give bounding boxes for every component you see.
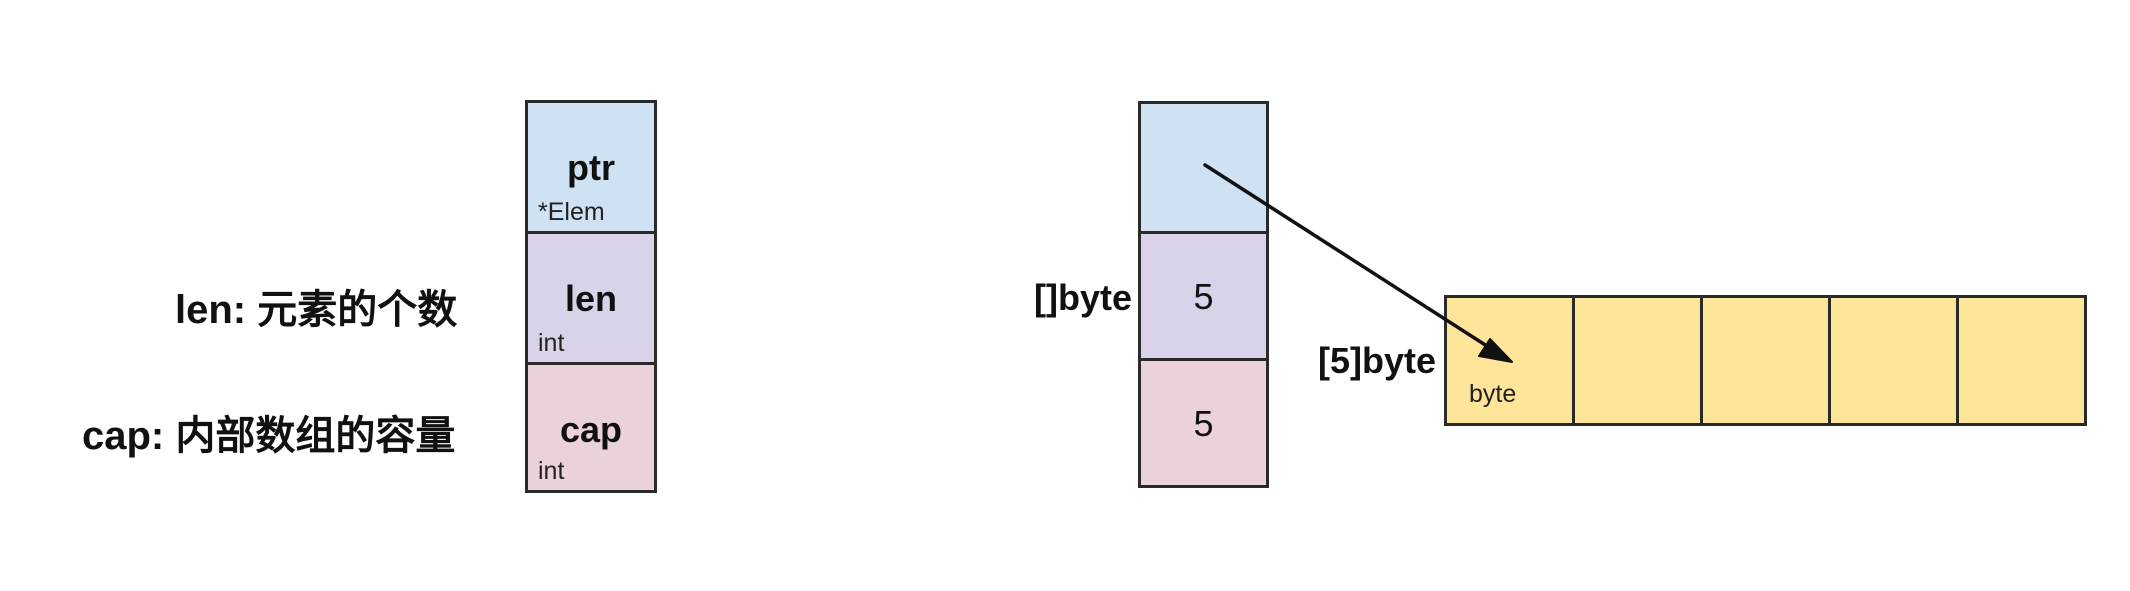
len-field: len int [525,231,657,365]
cap-field-name: cap [559,409,623,450]
cap-field: cap int [525,362,657,493]
slice-cap-value: 5 [1193,403,1214,444]
array-cell [1956,295,2087,426]
slice-cap-cell: 5 [1138,358,1269,488]
cap-field-type: int [538,457,565,485]
array-cell [1572,295,1703,426]
array-cell [1828,295,1959,426]
ptr-field: ptr *Elem [525,100,657,234]
slice-len-cell: 5 [1138,231,1269,361]
len-field-type: int [538,329,565,357]
cap-annotation: cap: 内部数组的容量 [82,414,456,458]
ptr-field-name: ptr [567,147,615,188]
slice-ptr-cell [1138,101,1269,234]
array-element-type: byte [1469,380,1517,408]
slice-type-label: []byte [1034,277,1132,318]
len-annotation: len: 元素的个数 [175,288,458,332]
array-cell [1700,295,1831,426]
slice-len-value: 5 [1193,276,1214,317]
array-cell: byte [1444,295,1575,426]
ptr-field-type: *Elem [538,198,605,226]
len-field-name: len [564,278,617,319]
array-type-label: [5]byte [1318,340,1437,381]
